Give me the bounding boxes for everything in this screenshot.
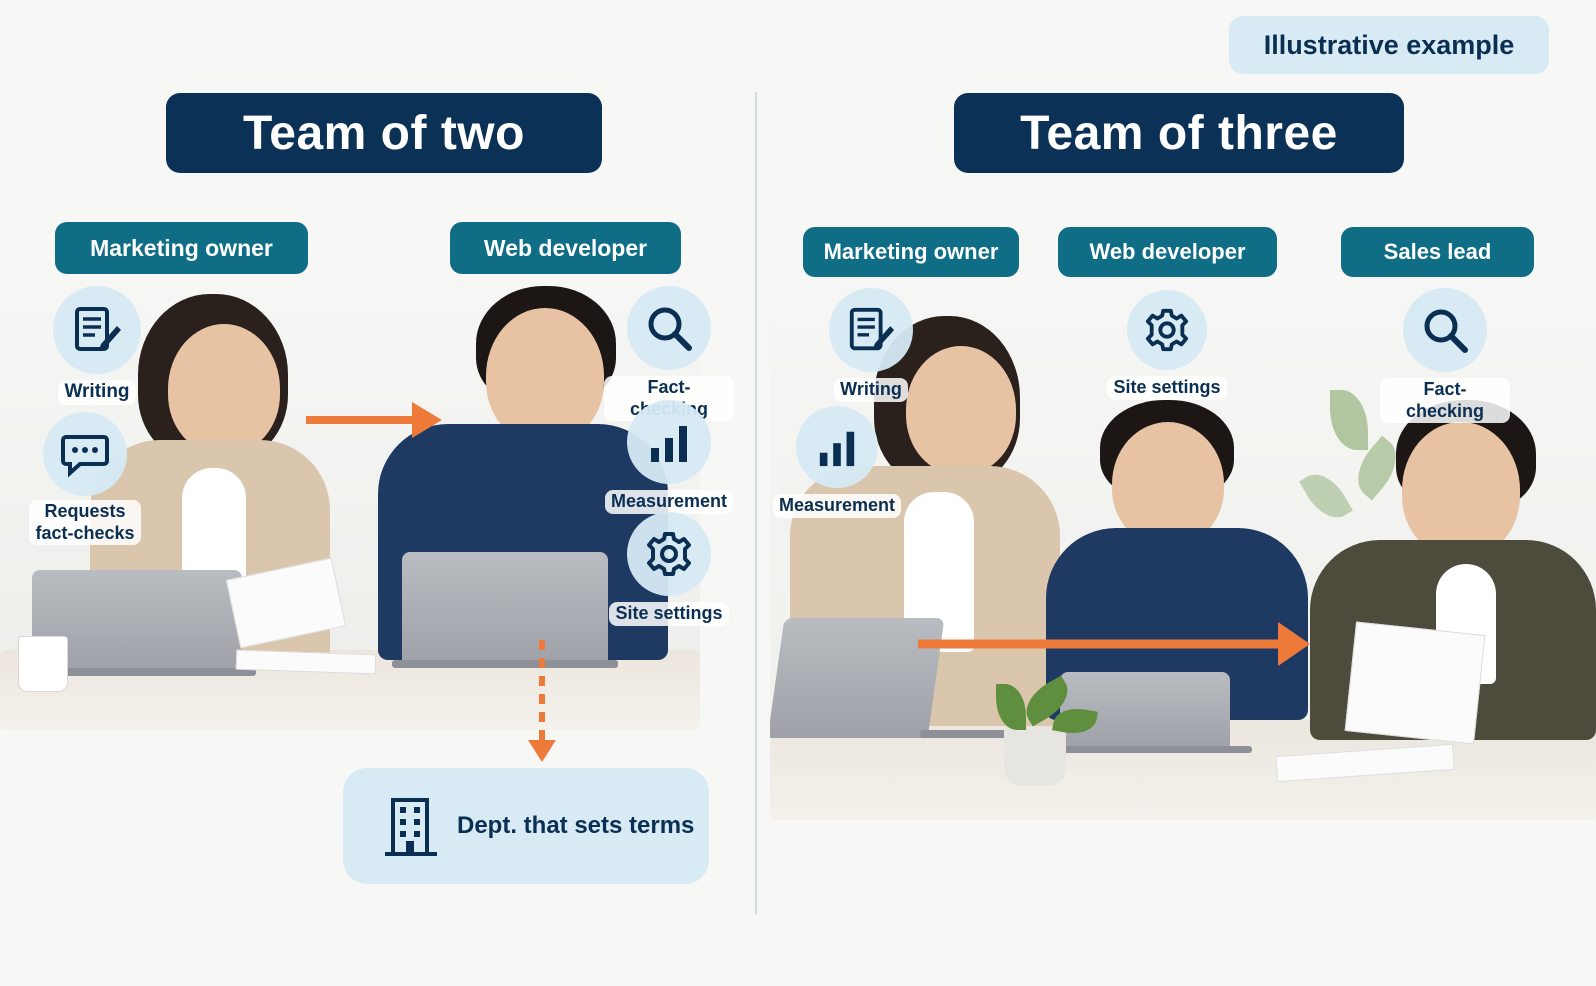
left-laptop-2 [402, 552, 608, 664]
left-photo-scene [0, 280, 700, 730]
left-site-settings-task: Site settings [604, 512, 734, 626]
illustrative-example-badge: Illustrative example [1229, 16, 1549, 74]
building-icon [385, 798, 437, 856]
right-long-arrow [918, 622, 1310, 666]
left-writing-label: Writing [58, 380, 136, 405]
magnifier-icon [648, 307, 692, 351]
bar-chart-icon [819, 431, 855, 467]
bar-chart-icon [651, 426, 687, 462]
dept-label: Dept. that sets terms [457, 812, 695, 839]
left-measurement-task: Measurement [604, 400, 734, 514]
left-site-settings-label: Site settings [609, 602, 729, 626]
gear-icon [647, 532, 691, 576]
right-marketing-owner-label: Marketing owner [803, 227, 1019, 277]
right-writing-task: Writing [806, 288, 936, 402]
team-of-three-title: Team of three [954, 93, 1404, 173]
magnifier-icon [1424, 309, 1468, 353]
left-writing-task: Writing [32, 286, 162, 405]
right-web-developer-label: Web developer [1058, 227, 1277, 277]
right-measurement-label: Measurement [772, 494, 902, 518]
chat-bubble-icon [61, 435, 109, 478]
coffee-mug [18, 636, 68, 692]
writing-icon [849, 307, 895, 351]
right-writing-label: Writing [834, 378, 908, 402]
left-handoff-arrow [306, 402, 442, 438]
gear-icon [1145, 308, 1189, 352]
right-site-settings-label: Site settings [1107, 376, 1227, 400]
left-measurement-label: Measurement [604, 490, 734, 514]
team-of-two-title: Team of two [166, 93, 602, 173]
desk-plant-pot [1004, 726, 1066, 786]
sales-lead-label: Sales lead [1341, 227, 1534, 277]
writing-icon [75, 307, 121, 351]
dept-dashed-arrow [528, 640, 556, 762]
right-measurement-task: Measurement [772, 406, 902, 518]
right-fact-checking-task: Fact-checking [1380, 288, 1510, 424]
left-web-developer-label: Web developer [450, 222, 681, 274]
section-divider [755, 92, 757, 914]
left-marketing-owner-label: Marketing owner [55, 222, 308, 274]
right-fact-checking-label: Fact-checking [1380, 378, 1510, 424]
dept-box: Dept. that sets terms [343, 768, 709, 884]
left-requests-label: Requests fact-checks [29, 500, 141, 546]
right-site-settings-task: Site settings [1102, 290, 1232, 400]
left-requests-task: Requests fact-checks [20, 412, 150, 546]
